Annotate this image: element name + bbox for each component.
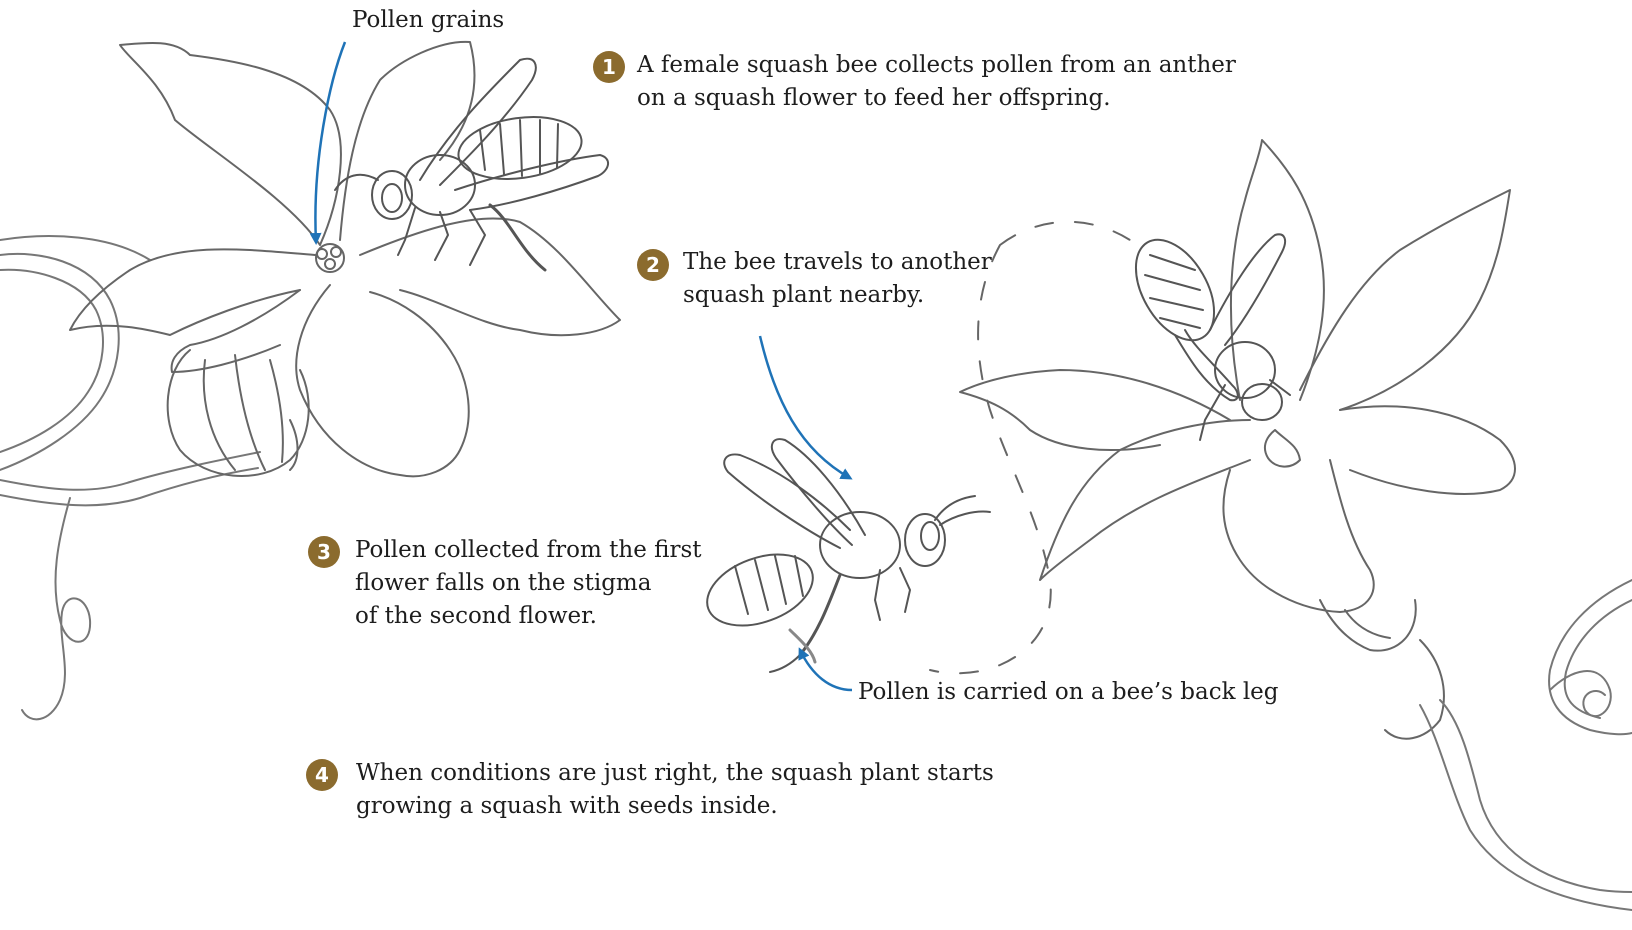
step-3-line-3: of the second flower. — [355, 600, 702, 633]
step-4-badge: 4 — [306, 759, 338, 791]
right-squash-flower-icon — [960, 140, 1515, 739]
step-1-line-1: A female squash bee collects pollen from… — [637, 49, 1236, 82]
step-3-text: Pollen collected from the first flower f… — [355, 534, 702, 633]
step-1-line-2: on a squash flower to feed her offspring… — [637, 82, 1236, 115]
arrow-to-flying-bee — [760, 336, 850, 478]
step-3-line-2: flower falls on the stigma — [355, 567, 702, 600]
arrow-to-back-leg — [800, 650, 852, 690]
step-3-line-1: Pollen collected from the first — [355, 534, 702, 567]
pollen-grains-label: Pollen grains — [352, 4, 504, 37]
right-squash-bee-icon — [1120, 226, 1290, 440]
right-vine-icon — [1420, 580, 1632, 910]
step-1-text: A female squash bee collects pollen from… — [637, 49, 1236, 115]
step-4-line-2: growing a squash with seeds inside. — [356, 790, 994, 823]
step-4-line-1: When conditions are just right, the squa… — [356, 757, 994, 790]
left-vine-icon — [0, 236, 260, 719]
step-2-line-2: squash plant nearby. — [683, 279, 992, 312]
step-3-badge: 3 — [308, 536, 340, 568]
step-1-badge: 1 — [593, 51, 625, 83]
left-squash-flower-icon — [70, 42, 620, 476]
back-leg-label: Pollen is carried on a bee’s back leg — [858, 676, 1279, 709]
left-squash-bee-icon — [335, 59, 608, 270]
step-2-badge: 2 — [637, 249, 669, 281]
step-4-text: When conditions are just right, the squa… — [356, 757, 994, 823]
step-2-line-1: The bee travels to another — [683, 246, 992, 279]
step-2-text: The bee travels to another squash plant … — [683, 246, 992, 312]
